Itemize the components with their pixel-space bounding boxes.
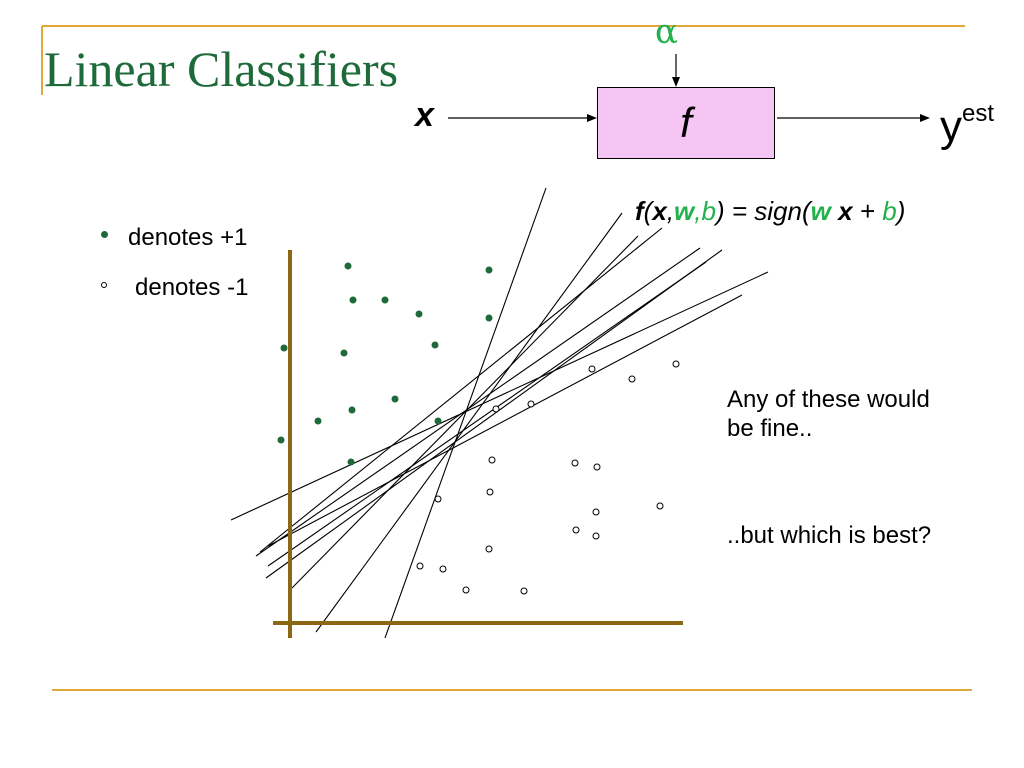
legend-positive: denotes +1 — [128, 224, 248, 251]
candidate-line — [267, 261, 707, 567]
negative-point — [520, 587, 528, 595]
output-y-label: yest — [940, 100, 994, 152]
negative-point — [572, 526, 580, 534]
negative-points — [416, 360, 680, 595]
slide-title: Linear Classifiers — [44, 41, 399, 97]
input-x-label: x — [415, 96, 434, 134]
classifier-function-box: f — [597, 87, 775, 159]
negative-point — [672, 360, 680, 368]
formula-b: b — [701, 196, 716, 226]
negative-point — [593, 463, 601, 471]
positive-point — [415, 310, 423, 318]
alpha-label: α — [655, 12, 678, 52]
positive-point — [280, 344, 288, 352]
negative-point — [439, 565, 447, 573]
positive-point — [348, 406, 356, 414]
output-y-base: y — [940, 102, 962, 151]
positive-point — [314, 417, 322, 425]
legend-negative: denotes -1 — [135, 274, 249, 301]
positive-point — [485, 314, 493, 322]
candidate-line — [259, 227, 663, 553]
input-arrowhead — [587, 114, 597, 122]
positive-point — [347, 458, 355, 466]
formula-plus: + — [852, 196, 883, 226]
output-arrowhead — [920, 114, 930, 122]
candidate-line — [267, 294, 743, 547]
positive-points — [277, 262, 493, 466]
negative-point — [462, 586, 470, 594]
positive-point — [340, 349, 348, 357]
positive-point — [349, 296, 357, 304]
formula-close: ) — [896, 196, 906, 226]
negative-point — [571, 459, 579, 467]
positive-point — [434, 417, 442, 425]
candidate-line — [265, 249, 723, 579]
negative-point — [592, 532, 600, 540]
positive-point — [485, 266, 493, 274]
negative-bullet-icon — [101, 282, 107, 288]
formula-x2: x — [838, 196, 853, 226]
formula-comma1: , — [666, 196, 675, 226]
negative-point — [628, 375, 636, 383]
function-label: f — [680, 99, 692, 146]
formula-x: x — [652, 196, 667, 226]
positive-point — [391, 395, 399, 403]
negative-point — [492, 405, 500, 413]
formula-open: ( — [643, 196, 653, 226]
negative-point — [592, 508, 600, 516]
negative-point — [485, 545, 493, 553]
positive-point — [381, 296, 389, 304]
positive-point — [344, 262, 352, 270]
negative-point — [486, 488, 494, 496]
negative-point — [656, 502, 664, 510]
candidate-line — [315, 212, 623, 633]
positive-bullet-icon — [101, 231, 108, 238]
classifier-formula: f(x,w,b) = sign(w x + b) — [635, 196, 905, 227]
formula-comma2: , — [694, 196, 702, 226]
note-which-best: ..but which is best? — [727, 522, 932, 549]
candidate-line — [255, 247, 701, 557]
positive-point — [277, 436, 285, 444]
note-any-fine: Any of these would be fine.. — [727, 386, 930, 442]
formula-f: f — [635, 196, 644, 226]
positive-point — [431, 341, 439, 349]
candidate-lines — [230, 187, 769, 639]
candidate-line — [230, 271, 769, 521]
negative-point — [416, 562, 424, 570]
negative-point — [488, 456, 496, 464]
formula-w2: w — [810, 196, 831, 226]
alpha-arrowhead — [672, 77, 680, 87]
candidate-line — [384, 187, 547, 639]
formula-w: w — [674, 196, 695, 226]
negative-point — [434, 495, 442, 503]
negative-point — [588, 365, 596, 373]
output-y-sup: est — [962, 100, 995, 127]
formula-mid: ) = sign( — [715, 196, 811, 226]
negative-point — [527, 400, 535, 408]
formula-b2: b — [882, 196, 897, 226]
